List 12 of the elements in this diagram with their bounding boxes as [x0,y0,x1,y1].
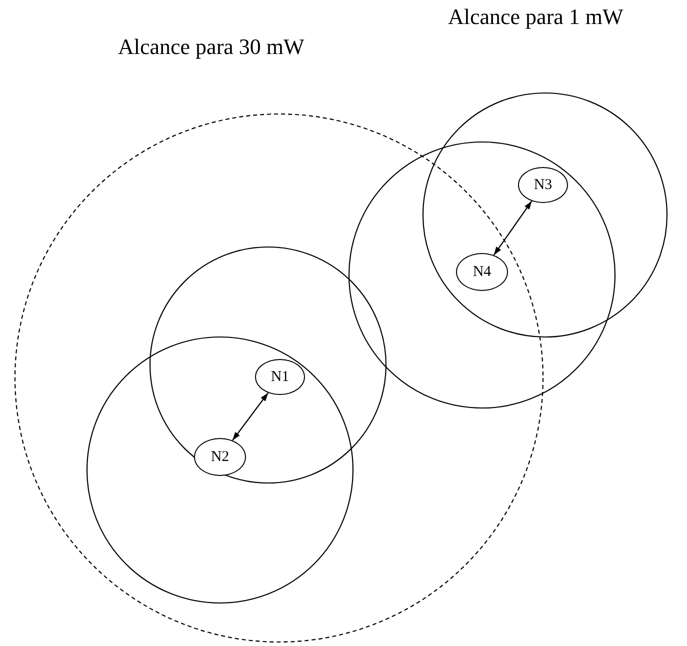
node-label: N1 [270,368,290,386]
node-label: N4 [472,264,492,280]
node-ellipse [518,167,568,203]
node-label: N3 [534,176,552,194]
double-arrow [493,200,532,256]
range-label: Alcance para 1 mW [448,4,624,30]
node-ellipse [456,253,508,291]
node-label: N2 [210,448,230,466]
double-arrow [232,392,269,441]
range-label: Alcance para 30 mW [118,34,304,60]
node-ellipse [255,359,305,395]
node-ellipse [194,438,246,476]
